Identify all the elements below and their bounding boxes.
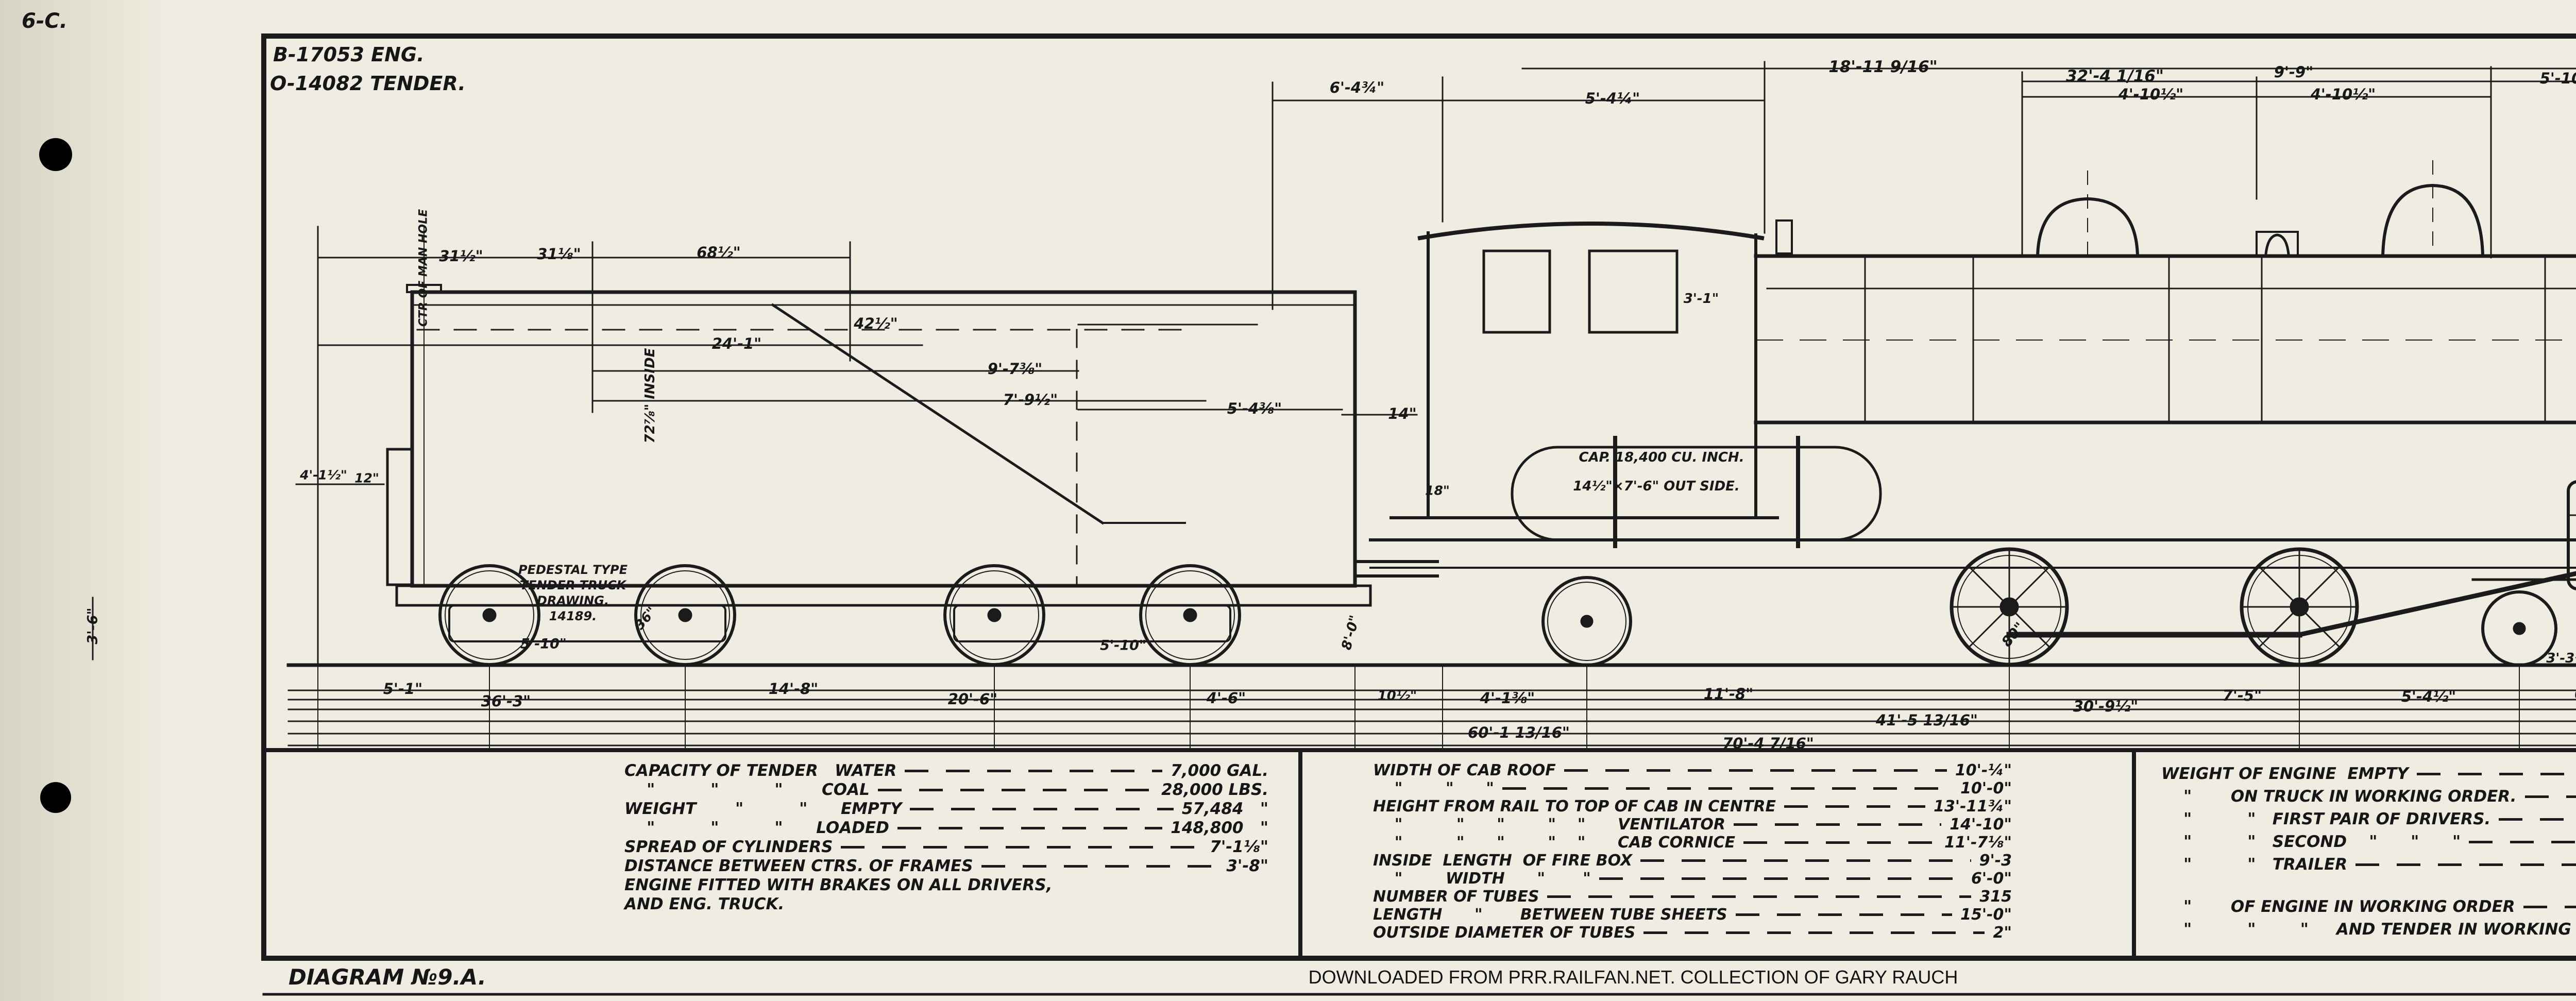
spec-row: " " "10'-0"	[1373, 779, 2012, 798]
dimension-label: 5'-4¼"	[1585, 90, 1640, 107]
spec-row	[2161, 876, 2576, 895]
dimension-label: 68½"	[697, 244, 741, 261]
dimension-label: 5'-10"	[1100, 637, 1146, 654]
spec-row: HEIGHT FROM RAIL TO TOP OF CAB IN CENTRE…	[1373, 798, 2012, 816]
dimension-label: 31⅛"	[537, 245, 581, 263]
dimension-label: 18"	[1425, 483, 1450, 498]
spec-row: ENGINE FITTED WITH BRAKES ON ALL DRIVERS…	[624, 876, 1053, 894]
sheet-corner-mark: 6-C.	[22, 9, 67, 33]
dimension-label: 6'-7"	[2574, 685, 2576, 703]
spec-table-weights: WEIGHT OF ENGINE EMPTY163,100LBS. " ON T…	[2161, 762, 2576, 941]
dimension-label: 4'-1⅜"	[1480, 689, 1535, 707]
dimension-label: 5'-1"	[383, 680, 423, 698]
dimension-label: 7'-5"	[2222, 687, 2262, 704]
spec-row: WEIGHT OF ENGINE EMPTY163,100LBS.	[2161, 762, 2576, 785]
tender-drawing-number: O-14082 TENDER.	[270, 72, 466, 95]
spec-row: " ON TRUCK IN WORKING ORDER.33,650"	[2161, 785, 2576, 808]
dimension-label: 3'-6"	[84, 607, 101, 644]
dimension-label: CAP. 18,400 CU. INCH.	[1579, 450, 1744, 465]
dimension-label: 6'-4¾"	[1329, 79, 1385, 96]
diagram-number: DIAGRAM №9.A.	[289, 964, 486, 990]
spec-row: AND ENG. TRUCK.	[624, 895, 785, 913]
dimension-label: 14"	[1388, 405, 1417, 422]
dimension-label: 9'-7⅜"	[987, 360, 1043, 378]
dimension-label: 4'-1½"	[300, 467, 347, 483]
spec-row: " WIDTH " "6'-0"	[1373, 870, 2012, 888]
dimension-label: CTR OF MAN HOLE	[417, 209, 430, 327]
dimension-label: 5'-10"	[2539, 70, 2576, 87]
dimension-label: 4'-10½"	[2310, 86, 2376, 103]
dimension-label: 11'-8"	[1703, 685, 1754, 703]
spec-row: " " TRAILER31,150"	[2161, 853, 2576, 876]
dimension-label: 12"	[354, 470, 379, 486]
spec-row: " OF ENGINE IN WORKING ORDER183,150"	[2161, 895, 2576, 918]
dimension-label: 60'-1 13/16"	[1468, 724, 1570, 741]
dimension-label: 24'-1"	[711, 335, 762, 352]
collection-credit: DOWNLOADED FROM PRR.RAILFAN.NET. COLLECT…	[1308, 966, 1958, 988]
spec-row: " " " AND TENDER IN WORKING ORDER326,950…	[2183, 920, 2571, 939]
dimension-label: 36'-3"	[481, 692, 531, 710]
engine-drawing-number: B-17053 ENG.	[273, 43, 425, 66]
dimension-label: 5'-4½"	[2401, 688, 2456, 705]
dimension-label: 30'-9½"	[2073, 698, 2139, 715]
dimension-label: 5'-4⅜"	[1227, 400, 1282, 417]
dimension-label: 70'-4 7/16"	[1722, 735, 1814, 752]
dimension-label: 3'-1"	[1683, 291, 1719, 307]
dimension-label: 72⅞" INSIDE	[642, 348, 658, 444]
dimension-label: 41'-5 13/16"	[1876, 711, 1978, 729]
dimension-label: 4'-6"	[1206, 689, 1246, 707]
dimension-label: 10½"	[1377, 688, 1417, 704]
dimension-label: TENDER TRUCK	[519, 578, 626, 592]
dimension-label: PEDESTAL TYPE	[518, 563, 628, 577]
dimension-label: 9'-9"	[2274, 63, 2314, 81]
dimension-label: 4'-10½"	[2118, 86, 2184, 103]
dimension-label: 32'-4 1/16"	[2065, 67, 2164, 86]
spec-row: " " FIRST PAIR OF DRIVERS.56,750"	[2161, 808, 2576, 830]
dimension-label: 18'-11 9/16"	[1828, 58, 1938, 76]
dimension-label: 42½"	[854, 315, 898, 332]
dimension-label: 7'-9½"	[1003, 391, 1058, 409]
dimension-label: 3'-3½"	[2546, 651, 2576, 666]
dimension-label: 5'-10"	[520, 636, 567, 652]
dimension-label: DRAWING.	[537, 593, 609, 608]
dimension-label: 31½"	[439, 247, 483, 265]
dimension-label: 14'-8"	[768, 680, 819, 698]
dimension-label: 14½"×7'-6" OUT SIDE.	[1573, 479, 1740, 494]
spec-row: " " SECOND " " "61,600"	[2161, 830, 2576, 853]
dimension-label: 14189.	[549, 609, 597, 623]
dimension-label: 20'-6"	[947, 690, 998, 708]
